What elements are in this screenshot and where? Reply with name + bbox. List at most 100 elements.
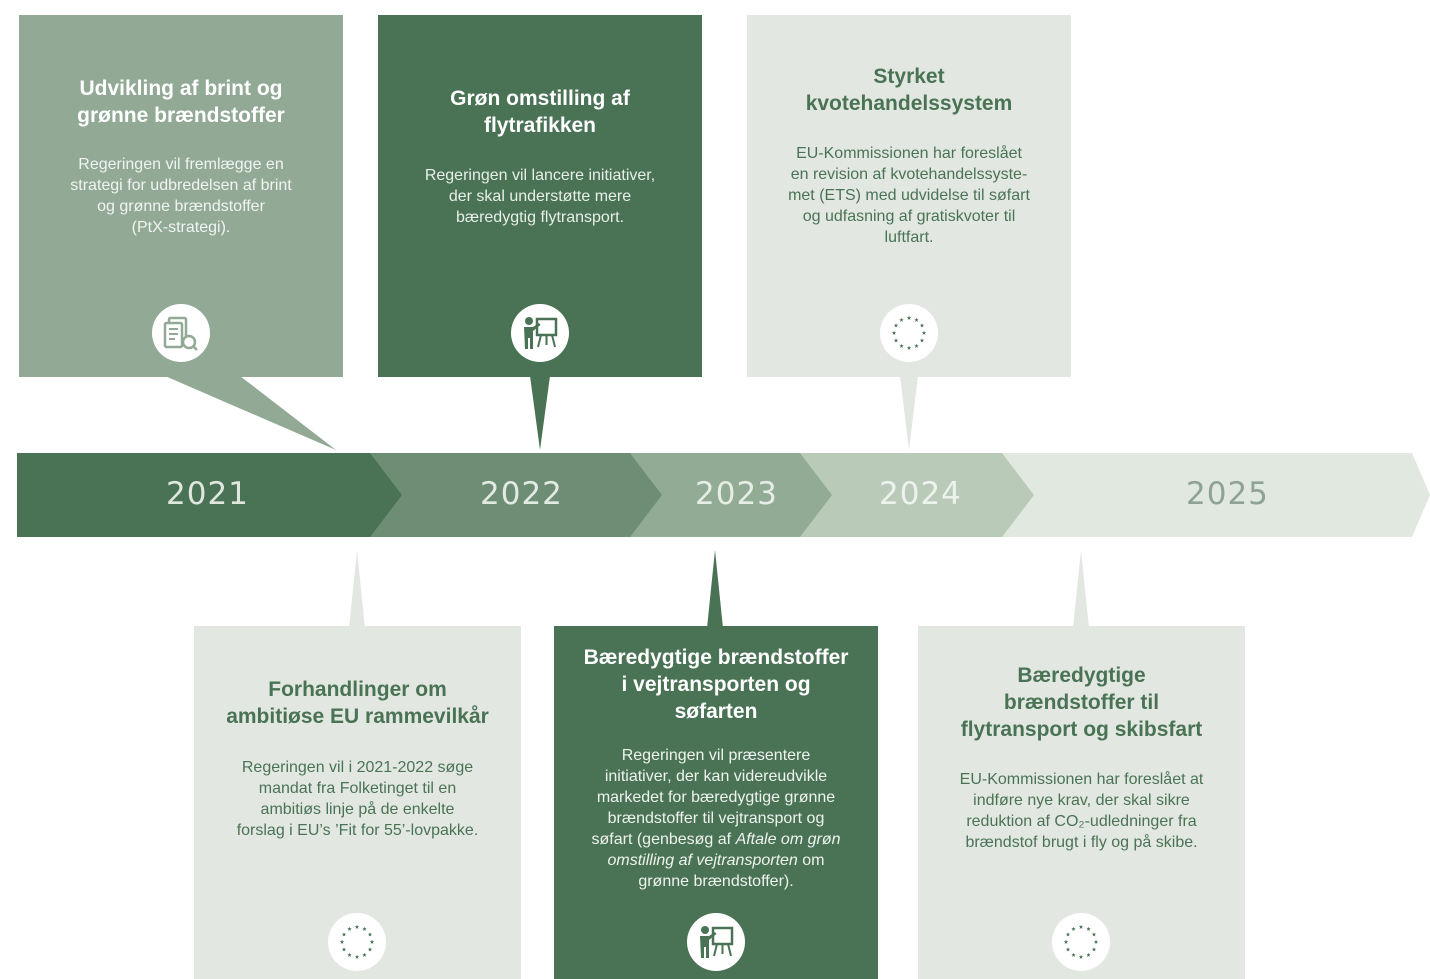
eu-star xyxy=(906,315,912,320)
year-2022: 2022 xyxy=(480,476,563,512)
card-title: Bæredygtige brændstoffer til flytranspor… xyxy=(918,662,1245,743)
eu-star xyxy=(1091,932,1097,937)
body-line-italic: omstilling af vejtransporten xyxy=(607,852,798,869)
body-line: Regeringen vil i 2021-2022 søge xyxy=(241,759,474,776)
body-line: reduktion af CO₂-udledninger fra xyxy=(966,813,1197,830)
title-line: grønne brændstoffer xyxy=(77,104,285,127)
card-title: Forhandlinger om ambitiøse EU rammevilkå… xyxy=(194,676,521,730)
eu-star xyxy=(1086,926,1091,931)
title-line: flytrafikken xyxy=(483,114,597,137)
body-line: brændstof brugt i fly og på skibe. xyxy=(965,834,1198,851)
card-body: Regeringen vil i 2021-2022 søge mandat f… xyxy=(194,757,521,841)
eu-star xyxy=(1086,952,1091,957)
body-line: Regeringen vil fremlægge en xyxy=(78,156,284,173)
title-line: i vejtransporten og xyxy=(621,673,811,696)
eu-star xyxy=(1065,932,1071,937)
eu-star xyxy=(891,330,897,335)
body-line: ambitiøs linje på de enkelte xyxy=(260,801,455,818)
eu-star xyxy=(1071,926,1076,931)
body-line: Regeringen vil lancere initiativer, xyxy=(424,167,656,184)
segment-2025 xyxy=(1000,453,1430,537)
body-line: (PtX-strategi). xyxy=(131,219,231,236)
body-line: markedet for bæredygtige grønne xyxy=(596,789,836,806)
eu-star xyxy=(919,338,925,343)
title-line: Styrket xyxy=(873,65,945,88)
body-line: mandat fra Folketinget til en xyxy=(258,780,457,797)
body-line: EU-Kommissionen har foreslået xyxy=(796,145,1022,162)
card-body: EU-Kommissionen har foreslået en revisio… xyxy=(747,143,1071,248)
title-line: Udvikling af brint og xyxy=(79,77,283,100)
pointer-top-2 xyxy=(530,376,550,450)
card-body: EU-Kommissionen har foreslået at indføre… xyxy=(918,769,1245,853)
title-line: flytransport og skibsfart xyxy=(960,718,1203,741)
eu-star xyxy=(362,952,367,957)
title-line: Bæredygtige brændstoffer xyxy=(583,646,849,669)
body-line: søfart (genbesøg af xyxy=(591,831,736,848)
body-line: bæredygtig flytransport. xyxy=(455,209,625,226)
title-line: kvotehandelssystem xyxy=(805,92,1013,115)
eu-star xyxy=(367,947,373,952)
year-2021: 2021 xyxy=(166,476,249,512)
body-line: strategi for udbredelsen af brint xyxy=(70,177,292,194)
pointer-bottom-2 xyxy=(707,550,723,628)
title-line: Forhandlinger om xyxy=(268,678,447,701)
document-search-icon xyxy=(152,304,210,362)
pointer-bottom-1 xyxy=(349,550,365,628)
body-line: EU-Kommissionen har foreslået at xyxy=(959,771,1204,788)
card-title: Grøn omstilling af flytrafikken xyxy=(378,85,702,139)
eu-star xyxy=(369,939,375,944)
body-line: brændstoffer til vejtransport og xyxy=(607,810,825,827)
eu-star xyxy=(893,338,899,343)
body-line: og udfasning af gratiskvoter til xyxy=(802,208,1016,225)
eu-star xyxy=(367,932,373,937)
body-line: der skal understøtte mere xyxy=(448,188,632,205)
eu-star xyxy=(914,317,919,322)
body-line: om xyxy=(797,852,825,869)
body-line: forslag i EU’s ’Fit for 55’-lovpakke. xyxy=(236,822,479,839)
eu-star xyxy=(347,926,352,931)
eu-stars-icon xyxy=(880,304,938,362)
eu-star xyxy=(1078,954,1084,959)
title-line: Grøn omstilling af xyxy=(450,87,630,110)
year-2023: 2023 xyxy=(695,476,778,512)
body-line: indføre nye krav, der skal sikre xyxy=(973,792,1190,809)
body-line-italic: Aftale om grøn xyxy=(735,831,841,848)
pointer-top-1 xyxy=(165,376,336,450)
pointer-bottom-3 xyxy=(1073,550,1089,628)
segment-2021 xyxy=(17,453,402,537)
card-flytransport-skibsfart: Bæredygtige brændstoffer til flytranspor… xyxy=(918,626,1245,979)
year-2025: 2025 xyxy=(1186,476,1269,512)
title-line: brændstoffer til xyxy=(1003,691,1160,714)
card-kvotehandel: Styrket kvotehandelssystem EU-Kommission… xyxy=(747,15,1071,377)
eu-stars-icon xyxy=(328,913,386,971)
year-2024: 2024 xyxy=(879,476,962,512)
eu-star xyxy=(914,343,919,348)
eu-star xyxy=(347,952,352,957)
eu-star xyxy=(899,317,904,322)
body-line: Regeringen vil præsentere xyxy=(621,747,811,764)
card-eu-rammevilkaar: Forhandlinger om ambitiøse EU rammevilkå… xyxy=(194,626,521,979)
card-title: Bæredygtige brændstoffer i vejtransporte… xyxy=(554,644,878,725)
body-line: og grønne brændstoffer xyxy=(97,198,265,215)
presenter-icon xyxy=(511,304,569,362)
title-line: søfarten xyxy=(674,700,758,723)
body-line: initiativer, der kan videreudvikle xyxy=(604,768,828,785)
eu-star xyxy=(362,926,367,931)
eu-star xyxy=(893,323,899,328)
eu-star xyxy=(899,343,904,348)
eu-star xyxy=(341,947,347,952)
eu-star xyxy=(341,932,347,937)
segment-2023 xyxy=(630,453,832,537)
card-body: Regeringen vil fremlægge en strategi for… xyxy=(19,154,343,238)
eu-star xyxy=(919,323,925,328)
eu-star xyxy=(921,330,927,335)
eu-stars-icon xyxy=(1052,913,1110,971)
body-line: grønne brændstoffer). xyxy=(638,873,794,890)
card-vejtransport-soefart: Bæredygtige brændstoffer i vejtransporte… xyxy=(554,626,878,979)
eu-star xyxy=(1065,947,1071,952)
eu-star xyxy=(1093,939,1099,944)
card-body: Regeringen vil lancere initiativer, der … xyxy=(378,165,702,228)
body-line: luftfart. xyxy=(884,229,934,246)
title-line: Bæredygtige xyxy=(1017,664,1146,687)
